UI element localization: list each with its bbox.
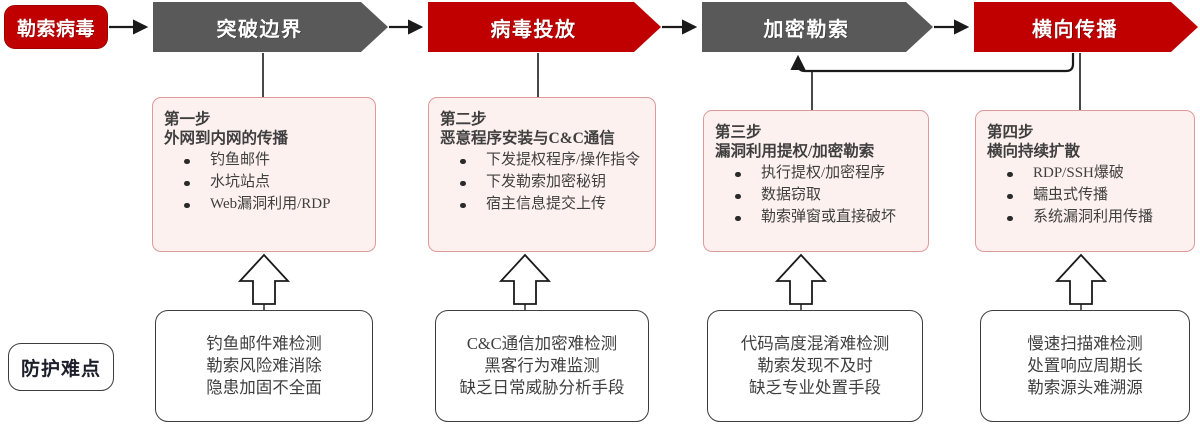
stage-to-card-stems: [262, 53, 1081, 110]
stage-block-1-label: 突破边界: [216, 18, 303, 41]
step-card-1-number: 第一步: [164, 111, 211, 128]
step-card-3-bullets: 执行提权/加密程序 数据窃取 勒索弹窗或直接破坏: [715, 163, 918, 229]
stage-block-4-label: 横向传播: [1032, 18, 1118, 41]
stage-block-2-label: 病毒投放: [490, 18, 577, 41]
difficulty-line: 勒索源头难溯源: [1027, 378, 1143, 398]
list-item: 勒索弹窗或直接破坏: [735, 207, 918, 229]
step-card-3-number: 第三步: [715, 124, 762, 141]
step-card-3-title: 漏洞利用提权/加密勒索: [715, 143, 875, 161]
block-up-arrows: [237, 253, 1108, 305]
step-card-1[interactable]: 第一步 外网到内网的传播 钓鱼邮件 水坑站点 Web漏洞利用/RDP: [152, 97, 376, 252]
step-card-2[interactable]: 第二步 恶意程序安装与C&C通信 下发提权程序/操作指令 下发勒索加密秘钥 宿主…: [428, 97, 656, 252]
difficulty-to-arrow-stems: [263, 303, 1082, 310]
difficulty-line: 慢速扫描难检测: [1027, 333, 1143, 353]
list-item: 水坑站点: [184, 172, 365, 194]
step-card-1-title: 外网到内网的传播: [164, 130, 289, 148]
difficulty-line: 代码高度混淆难检测: [740, 333, 890, 353]
list-item: 数据窃取: [735, 185, 918, 207]
step-card-4[interactable]: 第四步 横向持续扩散 RDP/SSH爆破 蠕虫式传播 系统漏洞利用传播: [975, 110, 1195, 252]
list-item: Web漏洞利用/RDP: [184, 194, 365, 216]
step-card-4-number: 第四步: [987, 124, 1034, 141]
difficulty-box-4[interactable]: 慢速扫描难检测 处置响应周期长 勒索源头难溯源: [980, 310, 1190, 422]
difficulty-box-3[interactable]: 代码高度混淆难检测 勒索发现不及时 缺乏专业处置手段: [707, 310, 923, 422]
step-card-1-bullets: 钓鱼邮件 水坑站点 Web漏洞利用/RDP: [164, 150, 365, 216]
block-up-arrow-2: [498, 253, 552, 305]
difficulty-line: 黑客行为难监测: [484, 355, 600, 375]
difficulty-line: 缺乏日常威胁分析手段: [459, 378, 625, 398]
difficulty-line: 缺乏专业处置手段: [749, 378, 881, 398]
difficulty-line: 处置响应周期长: [1027, 355, 1143, 375]
step-card-3[interactable]: 第三步 漏洞利用提权/加密勒索 执行提权/加密程序 数据窃取 勒索弹窗或直接破坏: [703, 110, 929, 252]
stage-block-1[interactable]: 突破边界: [153, 2, 388, 52]
stage-block-3-label: 加密勒索: [763, 18, 850, 41]
list-item: 钓鱼邮件: [184, 150, 365, 172]
list-item: 执行提权/加密程序: [735, 163, 918, 185]
start-node-label: 勒索病毒: [16, 18, 95, 40]
difficulty-line: 勒索发现不及时: [757, 355, 873, 375]
stage-block-4[interactable]: 横向传播: [974, 2, 1198, 52]
step-card-2-bullets: 下发提权程序/操作指令 下发勒索加密秘钥 宿主信息提交上传: [440, 150, 645, 216]
block-up-arrow-1: [237, 253, 291, 305]
difficulty-box-1[interactable]: 钓鱼邮件难检测 勒索风险难消除 隐患加固不全面: [155, 310, 373, 422]
list-item: 宿主信息提交上传: [460, 194, 645, 216]
difficulty-box-2[interactable]: C&C通信加密难检测 黑客行为难监测 缺乏日常威胁分析手段: [435, 310, 649, 422]
stage-block-3[interactable]: 加密勒索: [702, 2, 933, 52]
list-item: 下发勒索加密秘钥: [460, 172, 645, 194]
difficulty-line: 钓鱼邮件难检测: [206, 333, 322, 353]
block-up-arrow-4: [1054, 253, 1108, 305]
step-card-2-title: 恶意程序安装与C&C通信: [440, 130, 615, 148]
difficulty-line: 勒索风险难消除: [206, 355, 322, 375]
stage-block-2[interactable]: 病毒投放: [428, 2, 661, 52]
list-item: 下发提权程序/操作指令: [460, 150, 645, 172]
difficulty-line: C&C通信加密难检测: [466, 333, 618, 353]
difficulty-line: 隐患加固不全面: [206, 378, 322, 398]
start-node-ransomware[interactable]: 勒索病毒: [4, 5, 108, 49]
feedback-loop-arrow: [790, 53, 1075, 73]
list-item: 系统漏洞利用传播: [1007, 207, 1184, 229]
defense-difficulty-label: 防护难点: [8, 343, 114, 391]
step-card-2-number: 第二步: [440, 111, 487, 128]
step-card-4-bullets: RDP/SSH爆破 蠕虫式传播 系统漏洞利用传播: [987, 163, 1184, 229]
block-up-arrow-3: [774, 253, 828, 305]
list-item: 蠕虫式传播: [1007, 185, 1184, 207]
list-item: RDP/SSH爆破: [1007, 163, 1184, 185]
defense-difficulty-label-text: 防护难点: [20, 358, 101, 380]
step-card-4-title: 横向持续扩散: [987, 143, 1081, 161]
